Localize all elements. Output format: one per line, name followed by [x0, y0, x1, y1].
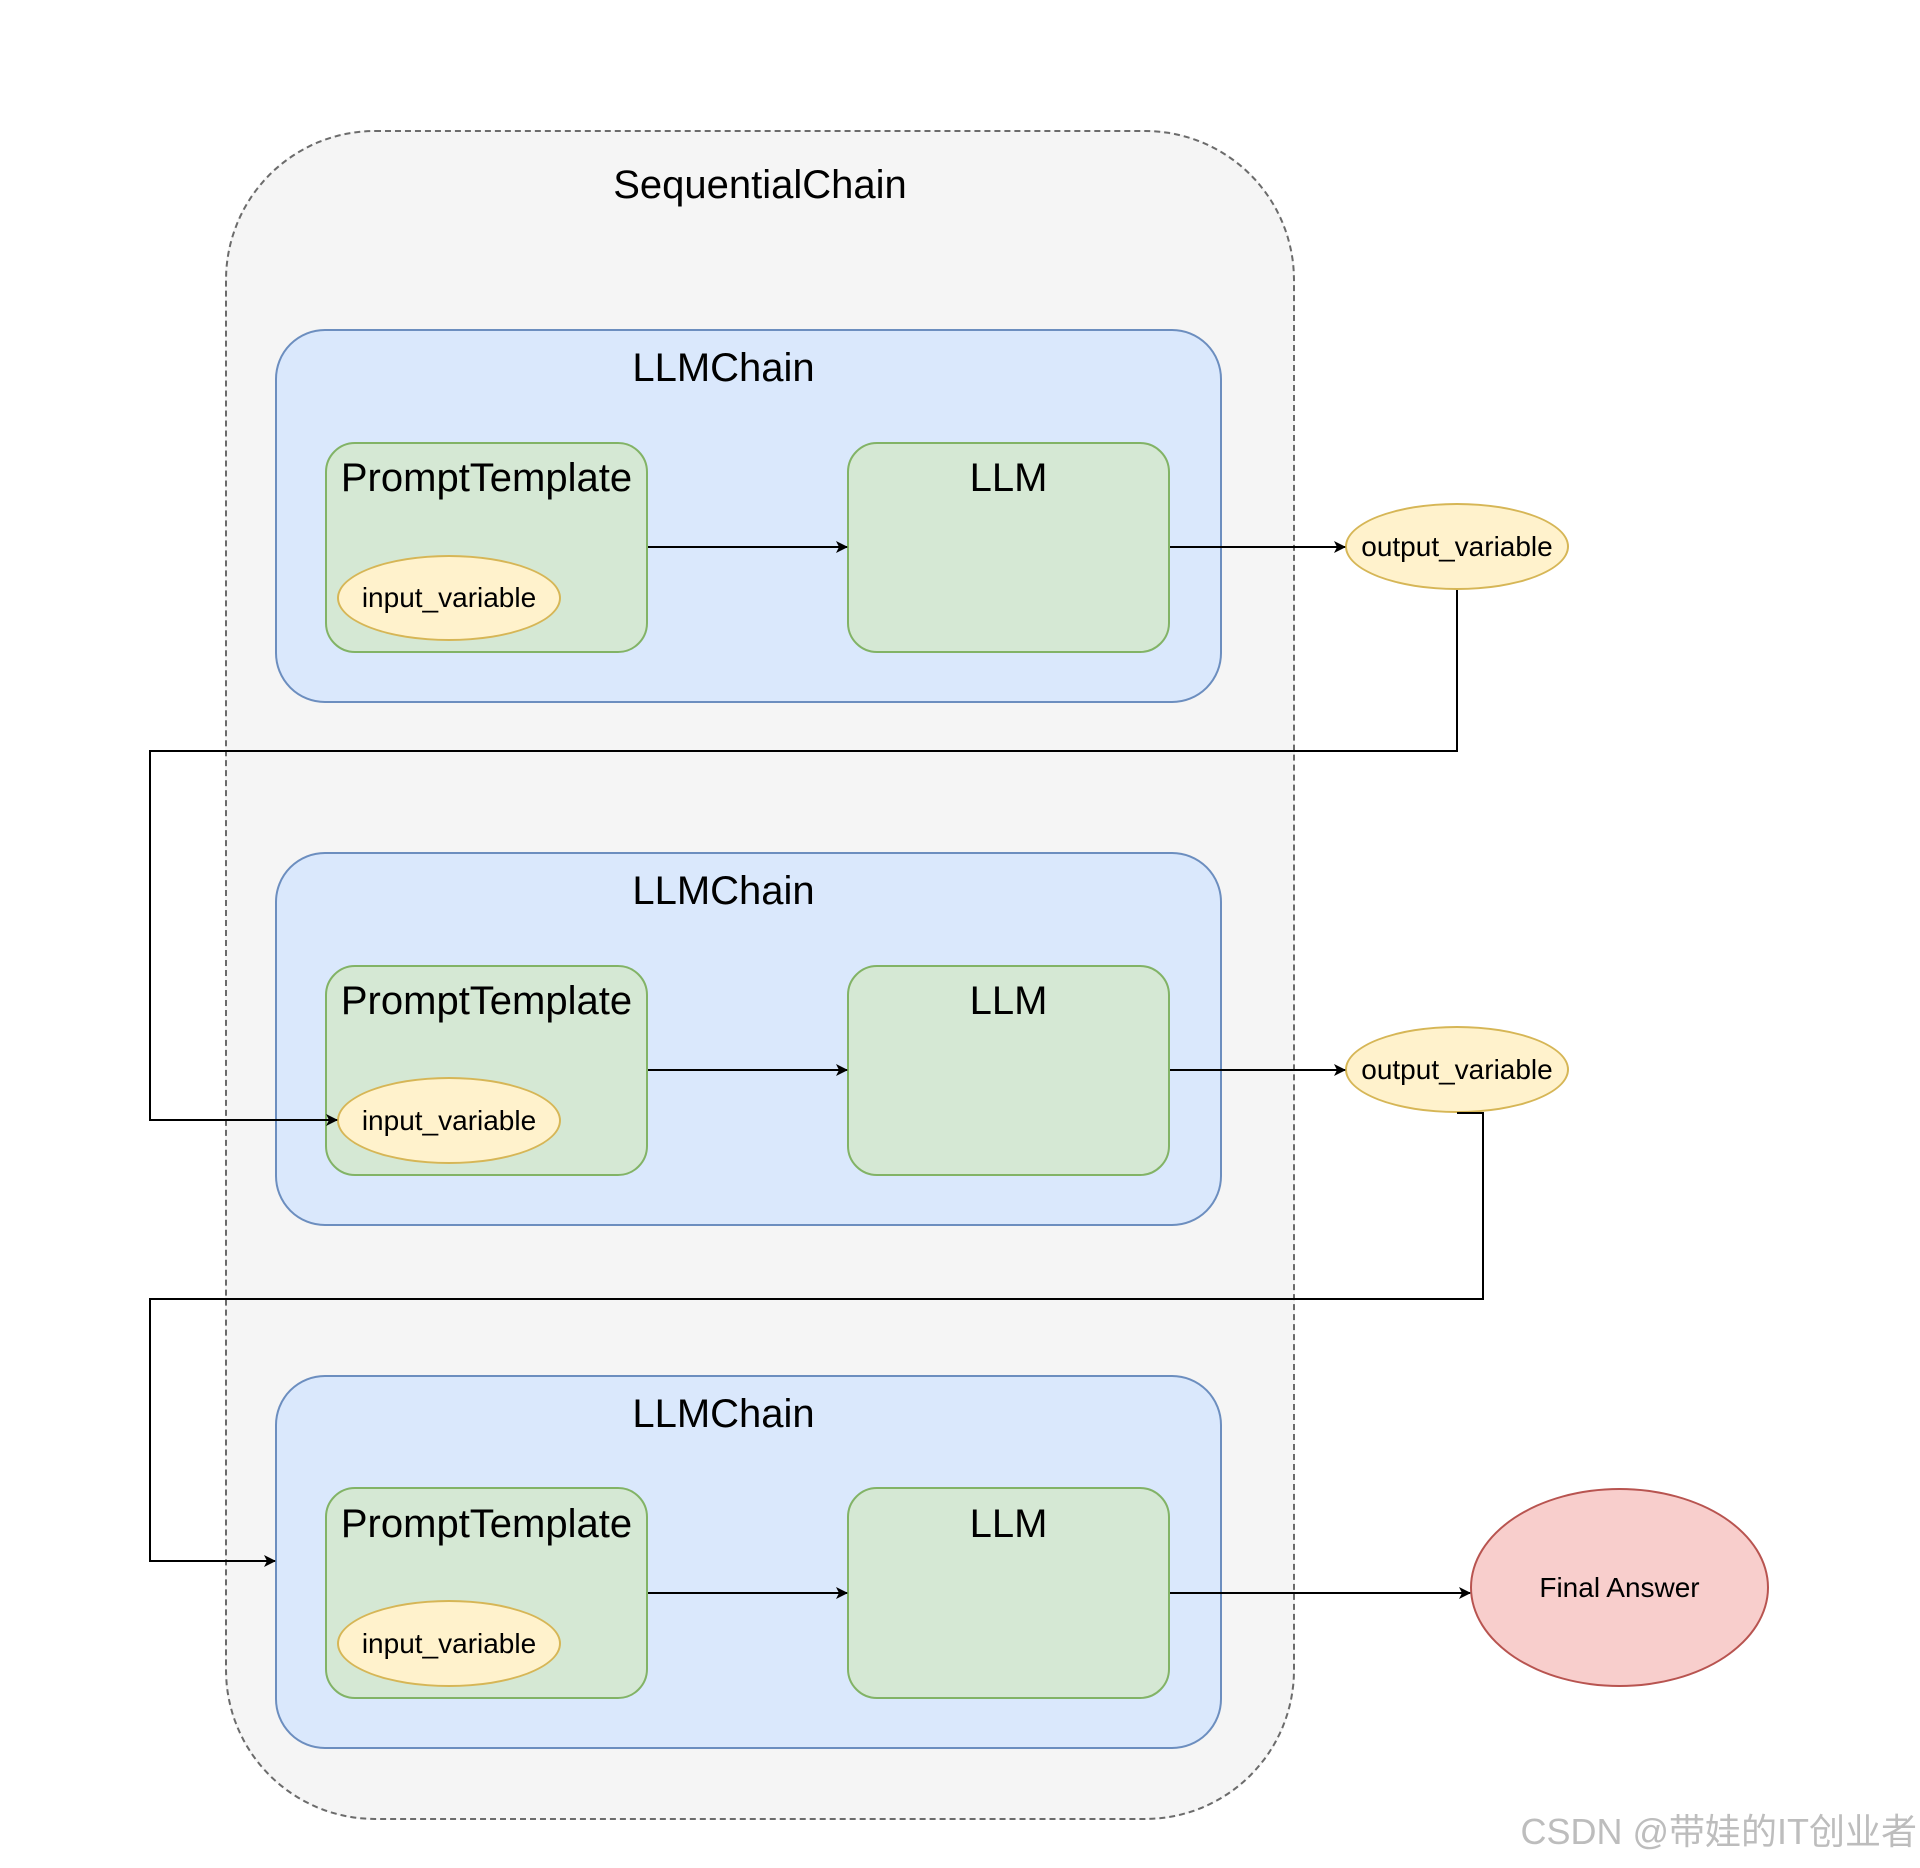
prompttemplate-2-title: PromptTemplate: [340, 979, 633, 1023]
output-variable-1: output_variable: [1345, 503, 1569, 590]
llm-3-title: LLM: [969, 1502, 1048, 1546]
output-variable-2: output_variable: [1345, 1026, 1569, 1113]
llmchain-3-title: LLMChain: [632, 1392, 815, 1436]
prompttemplate-1-title: PromptTemplate: [340, 456, 633, 500]
final-answer-node: Final Answer: [1470, 1488, 1769, 1687]
sequentialchain-title: SequentialChain: [613, 163, 907, 207]
input-variable-3: input_variable: [337, 1600, 561, 1687]
input-variable-2: input_variable: [337, 1077, 561, 1164]
watermark-text: CSDN @带娃的IT创业者: [1520, 1811, 1917, 1852]
llmchain-1-title: LLMChain: [632, 346, 815, 390]
llm-1-title: LLM: [969, 456, 1048, 500]
llmchain-2-title: LLMChain: [632, 869, 815, 913]
input-variable-1: input_variable: [337, 555, 561, 641]
prompttemplate-3-title: PromptTemplate: [340, 1502, 633, 1546]
llm-2-title: LLM: [969, 979, 1048, 1023]
